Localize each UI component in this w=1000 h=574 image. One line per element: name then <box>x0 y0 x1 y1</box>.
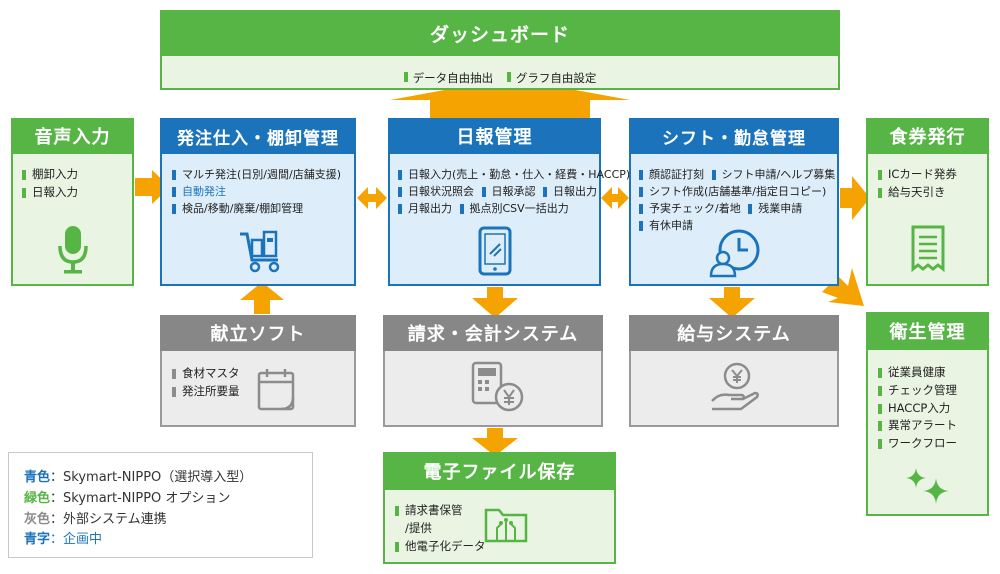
daily-report-item: 拠点別CSV一括出力 <box>459 202 569 215</box>
ordering-item: 検品/移動/廃棄/棚卸管理 <box>172 200 341 217</box>
daily-report-title: 日報管理 <box>388 118 601 154</box>
legend: 青色：Skymart-NIPPO（選択導入型） 緑色：Skymart-NIPPO… <box>8 452 313 558</box>
legend-key-blue: 青色 <box>24 470 51 485</box>
clock-user-icon <box>709 229 760 278</box>
voice-input-title: 音声入力 <box>11 118 134 154</box>
daily-report-box: 日報管理 日報入力(売上・勤怠・仕入・経費・HACCP) 日報状況照会 日報承認… <box>388 118 630 286</box>
voice-item: 棚卸入力 <box>22 166 78 184</box>
arrow-shift-to-hygiene <box>822 268 864 306</box>
menu-software-item: 発注所要量 <box>172 383 240 401</box>
legend-text: Skymart-NIPPO オプション <box>63 490 231 506</box>
meal-ticket-title: 食券発行 <box>866 118 989 154</box>
legend-sep: ： <box>50 490 64 506</box>
shift-item: 予実チェック/着地 <box>649 202 741 216</box>
hygiene-box: 衛生管理 従業員健康 チェック管理 HACCP入力 異常アラート ワークフロー <box>866 312 989 516</box>
voice-item: 日報入力 <box>22 184 78 202</box>
arrow-ordering-daily <box>357 187 387 209</box>
legend-key-gray: 灰色 <box>24 511 51 527</box>
hygiene-item: 異常アラート <box>878 417 957 435</box>
arrow-shift-to-meal <box>840 176 870 220</box>
shift-title: シフト・勤怠管理 <box>629 118 839 154</box>
menu-software-item: 食材マスタ <box>172 365 240 383</box>
legend-text: Skymart-NIPPO（選択導入型） <box>63 470 253 485</box>
daily-report-item: 日報承認 <box>481 185 536 198</box>
tablet-icon <box>478 226 512 276</box>
arrow-daily-to-billing <box>472 287 518 318</box>
microphone-icon <box>58 226 88 274</box>
meal-ticket-box: 食券発行 ICカード発券 給与天引き <box>866 118 989 286</box>
shift-item: 顔認証打刻 <box>649 168 704 181</box>
folder-circuit-icon <box>484 508 528 543</box>
e-file-title: 電子ファイル保存 <box>383 452 616 490</box>
shift-item-row: 予実チェック/着地 残業申請 <box>639 200 835 217</box>
dashboard-box: ダッシュボード データ自由抽出 グラフ自由設定 <box>160 10 840 90</box>
menu-software-title: 献立ソフト <box>160 315 356 351</box>
arrow-billing-to-efile <box>472 428 518 456</box>
shift-item: 有休申請 <box>639 217 835 234</box>
arrow-voice-to-ordering <box>135 170 170 204</box>
hand-yen-icon <box>711 362 759 411</box>
legend-row: 青色：Skymart-NIPPO（選択導入型） <box>24 468 312 489</box>
meal-ticket-item: 給与天引き <box>878 184 957 202</box>
hygiene-item: ワークフロー <box>878 435 957 453</box>
arrow-up-to-dashboard <box>390 78 630 118</box>
e-file-item: 請求書保管 <box>395 502 486 520</box>
shift-item-row: 顔認証打刻 シフト申請/ヘルプ募集 <box>639 166 835 183</box>
e-file-item: 他電子化データ <box>395 538 486 556</box>
receipt-icon <box>911 225 945 273</box>
shopping-cart-icon <box>240 230 280 273</box>
hygiene-item: HACCP入力 <box>878 400 957 418</box>
payroll-box: 給与システム <box>629 315 839 427</box>
calendar-icon <box>257 369 295 411</box>
legend-text: 外部システム連携 <box>63 511 167 527</box>
daily-report-item: 月報出力 <box>408 202 452 216</box>
legend-sep: ： <box>50 532 64 548</box>
ordering-box: 発注仕入・棚卸管理 マルチ発注(日別/週間/店舗支援) 自動発注 検品/移動/廃… <box>160 118 356 286</box>
dashboard-items: データ自由抽出 グラフ自由設定 <box>160 70 840 86</box>
legend-row: 緑色：Skymart-NIPPO オプション <box>24 489 312 510</box>
e-file-box: 電子ファイル保存 請求書保管 /提供 他電子化データ <box>383 452 616 564</box>
ordering-item: マルチ発注(日別/週間/店舗支援) <box>172 166 341 183</box>
billing-box: 請求・会計システム <box>383 315 603 427</box>
daily-report-item-row: 月報出力 拠点別CSV一括出力 <box>398 200 630 217</box>
shift-box: シフト・勤怠管理 顔認証打刻 シフト申請/ヘルプ募集 シフト作成(店舗基準/指定… <box>629 118 839 286</box>
legend-row: 青字：企画中 <box>24 530 312 551</box>
legend-key-green: 緑色 <box>24 490 51 506</box>
legend-text: 企画中 <box>63 532 103 548</box>
legend-sep: ： <box>50 470 64 485</box>
shift-item: 残業申請 <box>748 202 802 215</box>
arrow-menu-to-ordering <box>240 282 284 314</box>
dashboard-item: グラフ自由設定 <box>506 70 596 86</box>
legend-row: 灰色：外部システム連携 <box>24 510 312 531</box>
ordering-title: 発注仕入・棚卸管理 <box>160 118 356 154</box>
dashboard-title: ダッシュボード <box>160 10 840 56</box>
hygiene-item: チェック管理 <box>878 382 957 400</box>
menu-software-box: 献立ソフト 食材マスタ 発注所要量 <box>160 315 356 427</box>
daily-report-item: 日報出力 <box>543 185 597 198</box>
sparkle-icon <box>906 468 949 504</box>
arrow-daily-shift <box>601 187 629 209</box>
e-file-item: /提供 <box>405 520 432 535</box>
hygiene-title: 衛生管理 <box>866 312 989 350</box>
daily-report-item: 日報状況照会 <box>408 185 474 199</box>
voice-input-box: 音声入力 棚卸入力 日報入力 <box>11 118 134 286</box>
shift-item: シフト作成(店舗基準/指定日コピー) <box>639 183 835 200</box>
dashboard-item: データ自由抽出 <box>403 70 493 86</box>
legend-key-blue-text: 青字 <box>24 532 51 548</box>
arrow-shift-to-payroll <box>709 287 755 318</box>
daily-report-item: 日報入力(売上・勤怠・仕入・経費・HACCP) <box>398 166 630 183</box>
ordering-item-planned: 自動発注 <box>172 183 341 200</box>
payroll-title: 給与システム <box>629 315 839 351</box>
legend-sep: ： <box>50 511 64 527</box>
billing-title: 請求・会計システム <box>383 315 603 351</box>
meal-ticket-item: ICカード発券 <box>878 166 957 184</box>
daily-report-item-row: 日報状況照会 日報承認 日報出力 <box>398 183 630 200</box>
shift-item: シフト申請/ヘルプ募集 <box>711 168 835 181</box>
calculator-yen-icon <box>471 361 524 412</box>
hygiene-item: 従業員健康 <box>878 364 957 382</box>
